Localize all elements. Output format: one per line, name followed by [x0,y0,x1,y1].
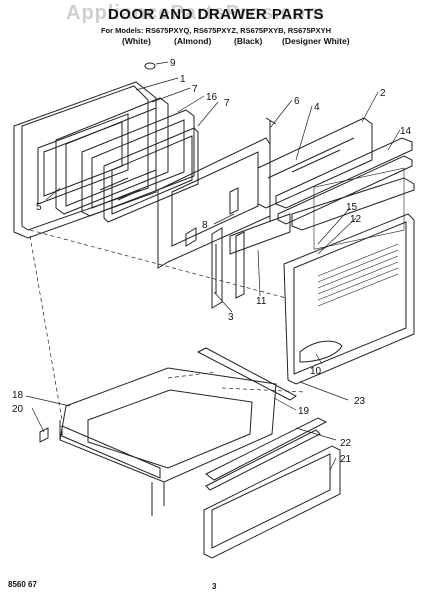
callout-14: 14 [400,126,412,137]
callout-7: 7 [192,84,198,95]
color-white: (White) [122,36,151,46]
color-almond: (Almond) [174,36,212,46]
watermark: AppliancePartsPros.com [66,2,325,24]
vent-strips [211,213,291,309]
callout-6: 6 [294,96,300,107]
alignment-lines [29,229,307,421]
callout-18: 18 [12,390,24,401]
door-frame [157,117,277,269]
drawer-body [39,367,277,516]
door-top-trim [275,137,415,231]
callout-11: 11 [256,296,267,307]
drawer-front-panel [203,445,341,559]
door-vent-grille [313,167,405,307]
callout-5: 5 [36,202,42,213]
page-number: 3 [212,582,217,591]
document-number: 8560 67 [8,580,37,589]
callout-19: 19 [298,406,310,417]
callout-10: 10 [310,366,322,377]
callout-15: 15 [346,202,358,213]
callout-8: 8 [202,220,208,231]
door-glass-panels [55,97,199,223]
color-black: (Black) [234,36,263,46]
diagram-title: DOOR AND DRAWER PARTS [107,6,325,23]
callout-23: 23 [354,396,366,407]
color-designer-white: (Designer White) [282,36,350,46]
drawer-rails [196,347,328,491]
callout-20: 20 [12,404,24,415]
callout-1: 1 [180,74,186,85]
callout-9: 9 [170,58,176,69]
callout-22: 22 [340,438,352,449]
callout-labels: 9 1 7 16 7 6 4 2 14 5 8 3 11 15 12 10 23… [12,58,412,465]
hardware-screw [144,62,156,70]
callout-21: 21 [340,454,352,465]
callout-2: 2 [380,88,386,99]
callout-7b: 7 [224,98,230,109]
model-list: For Models: RS675PXYQ, RS675PXYZ, RS675P… [100,26,332,35]
callout-4: 4 [314,102,320,113]
callout-3: 3 [228,312,234,323]
outer-door [283,167,415,385]
callout-12: 12 [350,214,362,225]
callout-16: 16 [206,92,218,103]
leader-lines [25,61,401,471]
